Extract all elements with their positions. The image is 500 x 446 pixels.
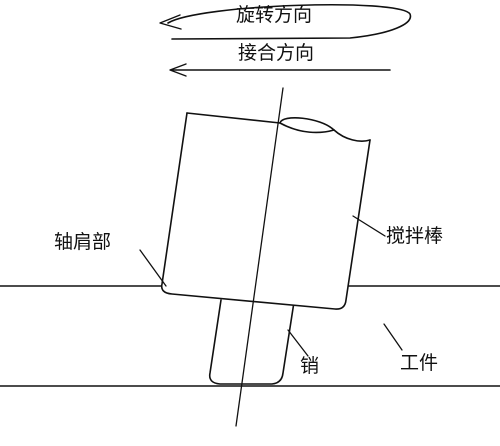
- leader-pin: [287, 329, 309, 357]
- pin-label: 销: [300, 355, 320, 377]
- stir-rod-label: 搅拌棒: [386, 225, 444, 247]
- pin-body: [208, 299, 295, 385]
- shoulder-label: 轴肩部: [54, 231, 112, 253]
- rotation-arrow: [167, 3, 412, 40]
- workpiece-label: 工件: [400, 352, 439, 374]
- rotation-direction-label: 旋转方向: [236, 4, 313, 26]
- stir-rod-break-curl: [279, 122, 335, 134]
- leader-shoulder: [139, 249, 167, 287]
- leader-stir-rod: [352, 215, 386, 237]
- rotation-arrowhead: [159, 14, 182, 30]
- joining-arrowhead: [169, 63, 187, 77]
- leader-workpiece: [383, 323, 403, 351]
- joining-direction-label: 接合方向: [238, 42, 315, 64]
- tool-center-axis: [235, 87, 284, 427]
